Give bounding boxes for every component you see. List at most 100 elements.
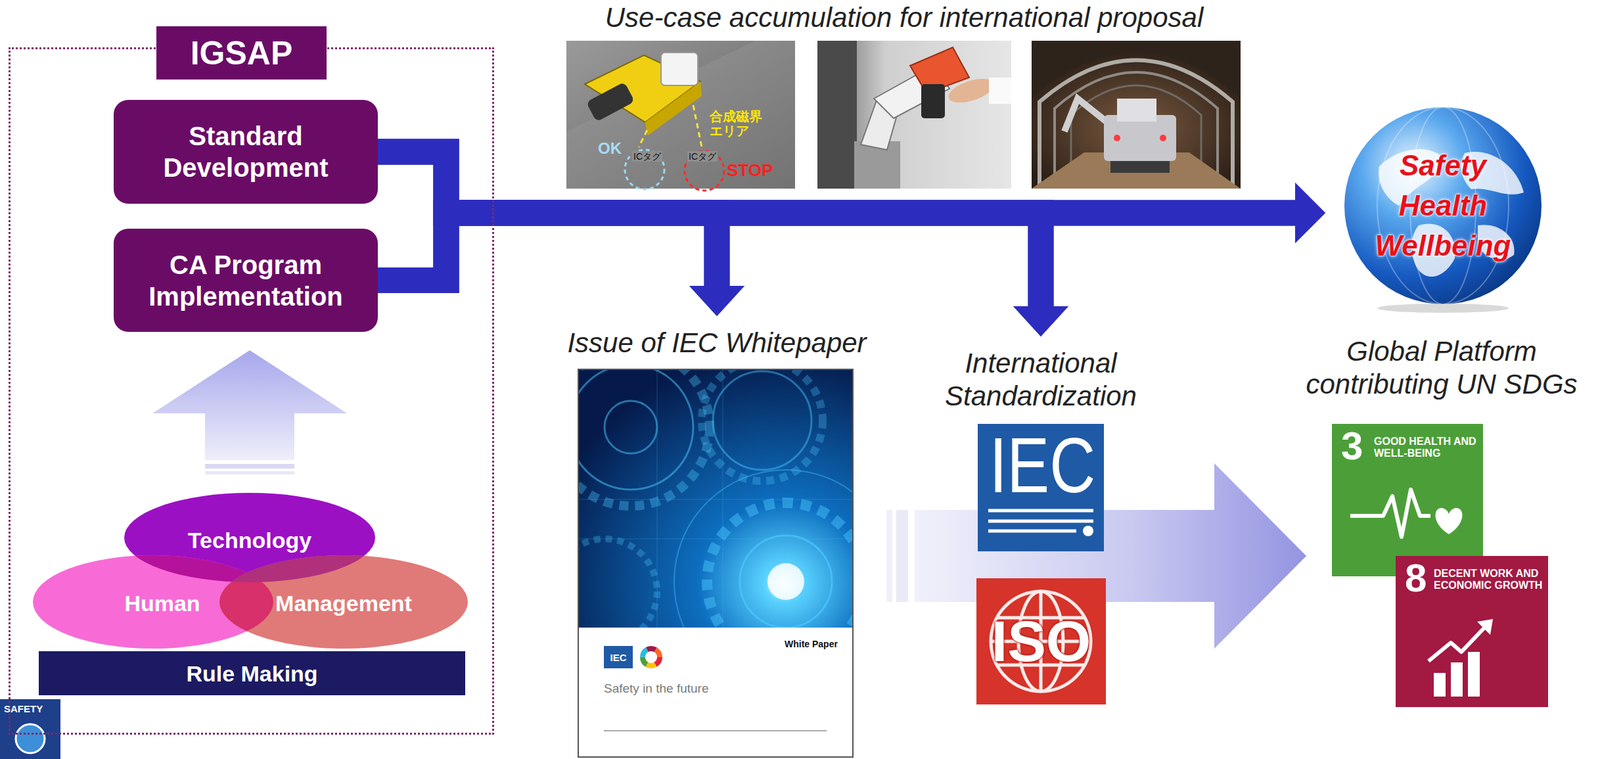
arrow-head xyxy=(689,285,745,317)
logo-line xyxy=(988,519,1094,524)
process-box: CA Program Implementation xyxy=(113,228,378,332)
arrow-head xyxy=(689,285,745,317)
text-holder: IEC xyxy=(977,426,1104,504)
venn-fill xyxy=(124,492,376,583)
cabinet xyxy=(817,40,857,189)
arrow-connector xyxy=(377,151,1069,337)
photo-ground xyxy=(566,40,796,189)
text-holder: Management xyxy=(238,588,449,618)
venn-overlap xyxy=(32,555,274,649)
goal-title: GOOD HEALTH AND WELL-BEING xyxy=(1373,435,1480,460)
text-holder: Standard Development xyxy=(125,120,366,184)
venn-label: Technology xyxy=(187,525,312,555)
road-surface xyxy=(566,40,796,189)
gear-artwork xyxy=(578,538,658,628)
goal-number: 3 xyxy=(1341,423,1363,468)
tunnel-interior xyxy=(1031,52,1241,189)
process-box: Standard Development xyxy=(113,99,378,204)
heartbeat-line xyxy=(1350,489,1431,537)
gear-artwork xyxy=(674,469,853,628)
section-heading: Use-case accumulation for international … xyxy=(605,1,1204,33)
label-holder: STOP xyxy=(726,160,773,181)
roller-cab xyxy=(661,52,698,86)
heart-symbol xyxy=(1435,507,1463,535)
text-holder: DECENT WORK AND ECONOMIC GROWTH xyxy=(1433,567,1545,593)
fat-arrow xyxy=(152,350,347,460)
arrow-connector xyxy=(377,151,1326,244)
label-holder: SAFETY xyxy=(3,703,43,715)
sdg-wheel xyxy=(642,648,660,666)
text-holder: Safety Health Wellbeing xyxy=(1339,101,1547,309)
gear-artwork xyxy=(604,400,658,454)
robot-arm-photo xyxy=(817,40,1012,189)
label-holder: 合成磁界 エリア xyxy=(709,109,771,138)
stop-label: STOP xyxy=(726,160,773,181)
text-holder: White Paper xyxy=(784,638,838,650)
fat-arrow xyxy=(914,463,1307,649)
venn-overlap xyxy=(124,492,376,583)
label-holder: Global Platform contributing UN SDGs xyxy=(1293,335,1590,401)
section-heading: International Standardization xyxy=(944,347,1137,412)
text-holder: Safety in the future xyxy=(603,681,709,696)
box-label: CA Program Implementation xyxy=(125,249,366,313)
box-label: Standard Development xyxy=(125,120,366,184)
iso-logo: ISO xyxy=(976,578,1106,705)
tunnel-photo xyxy=(1031,40,1241,189)
tag-label: ICタグ xyxy=(687,151,718,162)
cover-image xyxy=(578,369,853,628)
gear-artwork xyxy=(707,502,853,628)
doc-title: Safety in the future xyxy=(603,681,709,696)
robot-joint xyxy=(921,84,945,119)
globe-outline xyxy=(990,591,1091,692)
venn-label: Human xyxy=(124,588,200,618)
gear-artwork xyxy=(578,369,710,506)
gear-artwork xyxy=(578,369,694,490)
iec-mini-logo xyxy=(603,645,633,669)
goal-text: Safety Health Wellbeing xyxy=(1375,145,1512,266)
arrow-stripe xyxy=(886,509,893,602)
whitepaper-doc: Issue of IEC WhitepaperIECWhite PaperSaf… xyxy=(557,326,876,757)
sdg-wheel xyxy=(642,648,660,666)
venn-label: Management xyxy=(275,588,412,618)
sdg-wheel xyxy=(642,648,660,666)
gear-artwork xyxy=(578,369,853,628)
sleeve xyxy=(988,77,1012,104)
igsap-group: Standard Development CA Program Implement… xyxy=(10,49,493,733)
label-holder: Use-case accumulation for international … xyxy=(575,1,1233,35)
text-holder: GOOD HEALTH AND WELL-BEING xyxy=(1373,435,1480,460)
sdg-wheel xyxy=(642,648,660,666)
arrow-connector xyxy=(377,212,745,317)
whitepaper-cover xyxy=(551,348,898,757)
excavator-arm xyxy=(1064,98,1111,132)
arrow-shaft xyxy=(377,212,1041,307)
text-holder: Rule Making xyxy=(50,659,454,687)
group-title: IGSAP xyxy=(156,26,327,80)
gear-artwork xyxy=(739,535,832,628)
logo-dot xyxy=(1082,525,1094,537)
venn-ellipse: Management xyxy=(219,555,468,649)
arrow-head xyxy=(1013,306,1069,337)
arrow-head xyxy=(1295,182,1326,244)
sdg-tile: 3 GOOD HEALTH AND WELL-BEING xyxy=(1331,423,1484,577)
roller-drum xyxy=(586,81,635,122)
logo-text: IEC xyxy=(989,426,1096,504)
machine-cab xyxy=(1117,98,1157,122)
field-line xyxy=(638,130,648,148)
text-holder: Technology xyxy=(144,525,355,555)
growth-arrowhead xyxy=(1477,618,1493,635)
text-holder: International Standardization xyxy=(935,346,1146,413)
label-holder: ICタグ xyxy=(687,150,718,163)
emblem-ground xyxy=(0,699,61,759)
iec-logo: International StandardizationIEC xyxy=(935,346,1146,552)
arrow-connector xyxy=(377,212,1069,337)
gear-artwork xyxy=(701,369,823,481)
rule-bar: Rule Making xyxy=(38,651,466,696)
globe: Safety Health Wellbeing xyxy=(1339,107,1547,314)
roller-photo xyxy=(566,40,796,191)
machine-track xyxy=(1110,160,1170,173)
label-holder: ICタグ xyxy=(632,150,663,163)
arrow-stripe xyxy=(205,463,295,469)
arrow-connector xyxy=(152,350,347,475)
doc-type: White Paper xyxy=(784,638,838,650)
